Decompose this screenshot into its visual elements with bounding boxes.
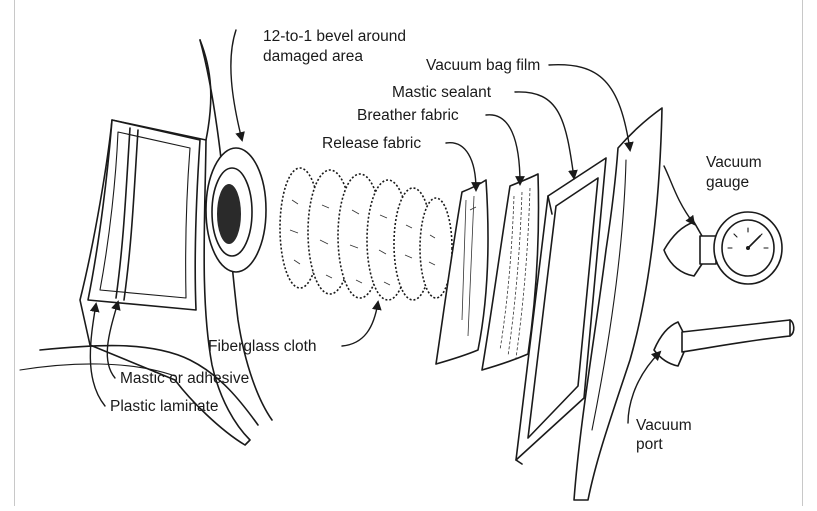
label-vacuum-gauge-line2: gauge <box>706 174 749 191</box>
label-release-fabric: Release fabric <box>322 135 421 152</box>
vacuum-port <box>654 320 794 366</box>
bevel-damaged-area <box>206 148 266 272</box>
label-vacuum-bag-film: Vacuum bag film <box>426 57 540 74</box>
label-vacuum-port-line1: Vacuum <box>636 417 692 434</box>
label-bevel-line2: damaged area <box>263 48 363 65</box>
label-mastic-sealant: Mastic sealant <box>392 84 492 101</box>
fiberglass-cloth <box>280 168 452 300</box>
frame-left-border <box>14 0 15 506</box>
plastic-laminate-sheet <box>88 120 200 310</box>
label-vacuum-gauge-line1: Vacuum <box>706 154 762 171</box>
frame-right-border <box>802 0 803 506</box>
label-vacuum-port-line2: port <box>636 436 663 453</box>
label-mastic-or-adhesive: Mastic or adhesive <box>120 370 249 387</box>
vacuum-gauge <box>664 212 782 284</box>
label-plastic-laminate: Plastic laminate <box>110 398 219 415</box>
label-breather-fabric: Breather fabric <box>357 107 459 124</box>
label-bevel-line1: 12-to-1 bevel around <box>263 28 406 45</box>
label-fiberglass-cloth: Fiberglass cloth <box>208 338 317 355</box>
